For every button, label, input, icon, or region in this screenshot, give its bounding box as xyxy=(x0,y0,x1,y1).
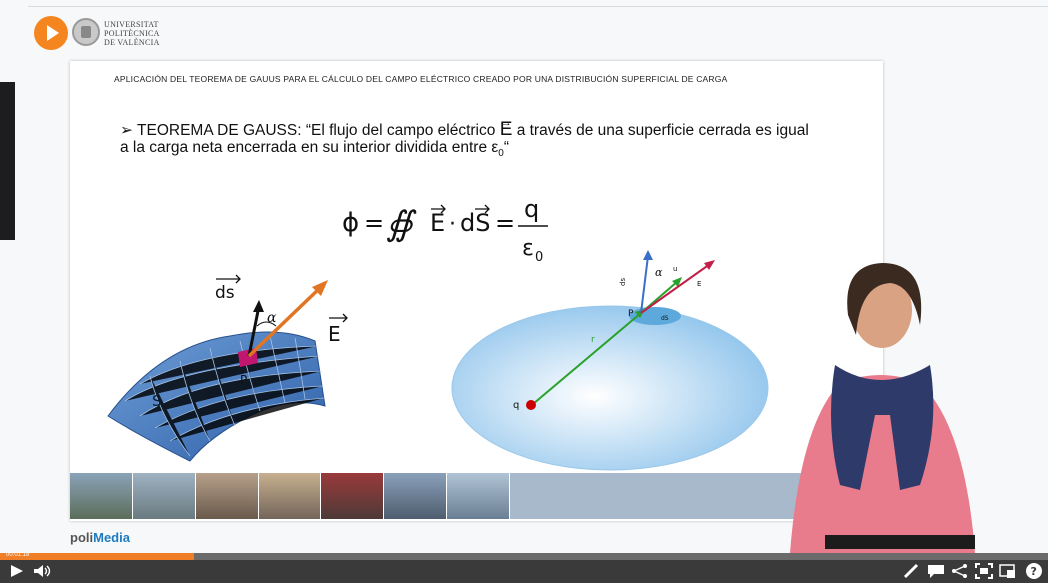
closed-surface xyxy=(451,305,769,471)
polimedia-brand: poliMedia xyxy=(70,530,130,545)
presenter-video xyxy=(790,263,975,553)
video-stage[interactable]: UNIVERSITAT POLITÈCNICA DE VALÈNCIA APLI… xyxy=(0,0,1048,553)
epsilon-subscript: 0 xyxy=(498,148,504,160)
left-ds-label: ds xyxy=(215,283,235,303)
slide-title: APLICACIÓN DEL TEOREMA DE GAUUS PARA EL … xyxy=(114,74,728,84)
video-player-controls: 00:01:18 ? xyxy=(0,552,1048,583)
university-logo-text: UNIVERSITAT POLITÈCNICA DE VALÈNCIA xyxy=(104,20,160,47)
campus-photo-strip xyxy=(70,473,511,519)
surface-grid xyxy=(124,335,325,457)
share-icon[interactable] xyxy=(950,562,970,580)
formula-epsilon: ε xyxy=(522,236,534,261)
volume-icon[interactable] xyxy=(32,562,52,580)
gauss-formula: ϕ = ∯ E · dS = q ε 0 xyxy=(342,195,548,265)
right-dS-small-label: dS xyxy=(661,315,669,322)
bullet-text-1: TEOREMA DE GAUSS: “El flujo del campo el… xyxy=(137,122,496,139)
right-ds-vector xyxy=(640,255,649,314)
formula-dS: dS xyxy=(460,209,490,237)
formula-dS-arrow xyxy=(475,204,490,214)
formula-dot: · xyxy=(449,212,456,237)
formula-E: E xyxy=(430,209,445,237)
university-seal-icon xyxy=(72,18,100,46)
bullet-close-quote: “ xyxy=(503,139,510,156)
charge-q-point xyxy=(526,400,536,410)
ds-arrowhead xyxy=(253,300,264,312)
comments-icon[interactable] xyxy=(926,562,946,580)
surface-element-figure: α ds E P S xyxy=(107,274,348,462)
right-alpha-label: α xyxy=(655,266,663,279)
right-q-label: q xyxy=(513,400,519,411)
right-u-label: u xyxy=(673,265,677,273)
bullet-text-2: a través de una superficie cerrada es ig… xyxy=(516,122,809,139)
formula-E-arrow xyxy=(431,204,446,214)
left-P-label: P xyxy=(240,373,247,387)
formula-q: q xyxy=(524,195,539,223)
progress-bar[interactable]: 00:01:18 xyxy=(0,552,1048,560)
right-ds-arrowhead xyxy=(643,250,653,260)
right-P-label: P xyxy=(628,309,634,319)
left-dark-bar xyxy=(0,82,15,240)
polimedia-play-logo-icon xyxy=(34,16,68,50)
right-r-label: r xyxy=(591,335,595,345)
right-E-arrowhead xyxy=(704,260,715,270)
closed-surface-figure: ds α u E P dS r q xyxy=(451,250,769,471)
help-icon[interactable]: ? xyxy=(1024,562,1044,580)
left-S-label: S xyxy=(152,392,162,410)
right-E-label: E xyxy=(697,280,701,288)
r-vector xyxy=(532,312,642,405)
gauss-theorem-bullet: ➢ TEOREMA DE GAUSS: “El flujo del campo … xyxy=(120,117,880,162)
lecture-slide: APLICACIÓN DEL TEOREMA DE GAUUS PARA EL … xyxy=(70,61,883,521)
left-E-label: E xyxy=(328,322,341,346)
current-time: 00:01:18 xyxy=(6,552,30,558)
left-E-overarrow xyxy=(329,313,348,323)
formula-equals-1: = xyxy=(364,209,384,237)
E-vector xyxy=(247,284,324,358)
bullet-marker: ➢ xyxy=(120,122,133,139)
progress-fill xyxy=(0,553,194,560)
formula-phi: ϕ xyxy=(342,208,359,238)
bullet-text-3: a la carga neta encerrada en su interior… xyxy=(120,139,499,156)
svg-text:?: ? xyxy=(1031,565,1037,578)
right-E-vector xyxy=(640,263,711,314)
left-ds-overarrow xyxy=(216,274,241,284)
formula-surface-integral: ∯ xyxy=(386,204,417,244)
top-divider xyxy=(28,6,1048,7)
formula-epsilon-sub: 0 xyxy=(535,250,543,265)
fullscreen-icon[interactable] xyxy=(974,562,994,580)
vector-E-symbol: →E xyxy=(499,117,513,140)
u-arrowhead xyxy=(672,277,682,287)
play-icon[interactable] xyxy=(8,562,28,580)
ds-vector xyxy=(247,305,261,357)
alpha-arc xyxy=(256,321,277,327)
annotate-icon[interactable] xyxy=(902,562,922,580)
left-alpha-label: α xyxy=(267,310,277,326)
E-arrowhead xyxy=(312,280,328,296)
right-ds-label: ds xyxy=(619,278,627,286)
formula-equals-2: = xyxy=(495,209,515,237)
layout-icon[interactable] xyxy=(998,562,1018,580)
